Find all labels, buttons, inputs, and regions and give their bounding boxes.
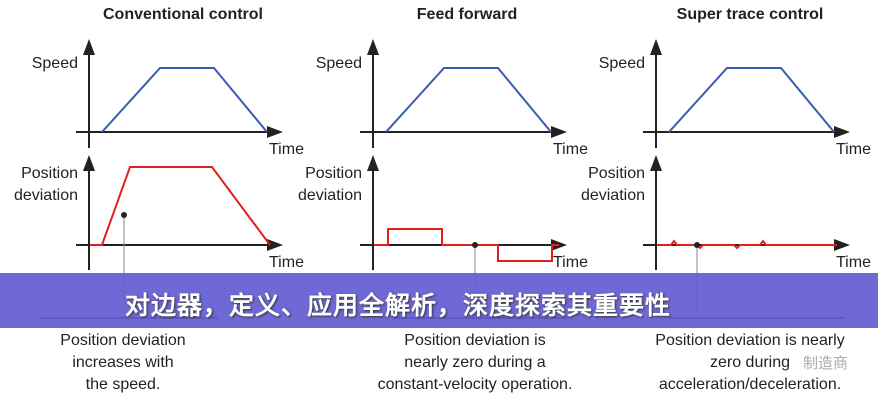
speed-profile-line bbox=[385, 67, 552, 133]
deviation-line bbox=[657, 239, 837, 250]
deviation-time-label: Time bbox=[269, 254, 304, 271]
deviation-line bbox=[374, 228, 559, 262]
title-banner: 对边器，定义、应用全解析，深度探索其重要性 bbox=[0, 273, 878, 328]
panel-title: Super trace control bbox=[677, 6, 824, 23]
caption-line: Position deviation is nearly bbox=[655, 332, 844, 349]
caption-line: Position deviation is bbox=[404, 332, 545, 349]
speed-profile-line bbox=[101, 67, 268, 133]
position-label: Position bbox=[588, 165, 645, 182]
banner-title: 对边器，定义、应用全解析，深度探索其重要性 bbox=[125, 291, 672, 320]
speed-label: Speed bbox=[316, 55, 362, 72]
callout-dot bbox=[121, 212, 127, 218]
caption-line: zero during bbox=[710, 354, 790, 371]
caption-line: acceleration/deceleration. bbox=[659, 376, 841, 393]
speed-profile-line bbox=[668, 67, 835, 133]
position-label: Position bbox=[21, 165, 78, 182]
speed-label: Speed bbox=[599, 55, 645, 72]
caption-line: nearly zero during a bbox=[404, 354, 546, 371]
position-label: Position bbox=[305, 165, 362, 182]
callout-dot bbox=[694, 242, 700, 248]
time-label: Time bbox=[269, 141, 304, 158]
callout-dot bbox=[472, 242, 478, 248]
deviation-label: deviation bbox=[298, 187, 362, 204]
caption-line: constant-velocity operation. bbox=[378, 376, 573, 393]
speed-label: Speed bbox=[32, 55, 78, 72]
deviation-line bbox=[90, 166, 271, 246]
deviation-label: deviation bbox=[581, 187, 645, 204]
deviation-time-label: Time bbox=[836, 254, 871, 271]
deviation-time-label: Time bbox=[553, 254, 588, 271]
caption-line: the speed. bbox=[86, 376, 161, 393]
time-label: Time bbox=[553, 141, 588, 158]
deviation-label: deviation bbox=[14, 187, 78, 204]
caption-line: Position deviation bbox=[60, 332, 185, 349]
panel-title: Conventional control bbox=[103, 6, 263, 23]
panel-title: Feed forward bbox=[417, 6, 517, 23]
caption-line: increases with bbox=[72, 354, 173, 371]
time-label: Time bbox=[836, 141, 871, 158]
watermark: 制造商 bbox=[803, 354, 849, 372]
